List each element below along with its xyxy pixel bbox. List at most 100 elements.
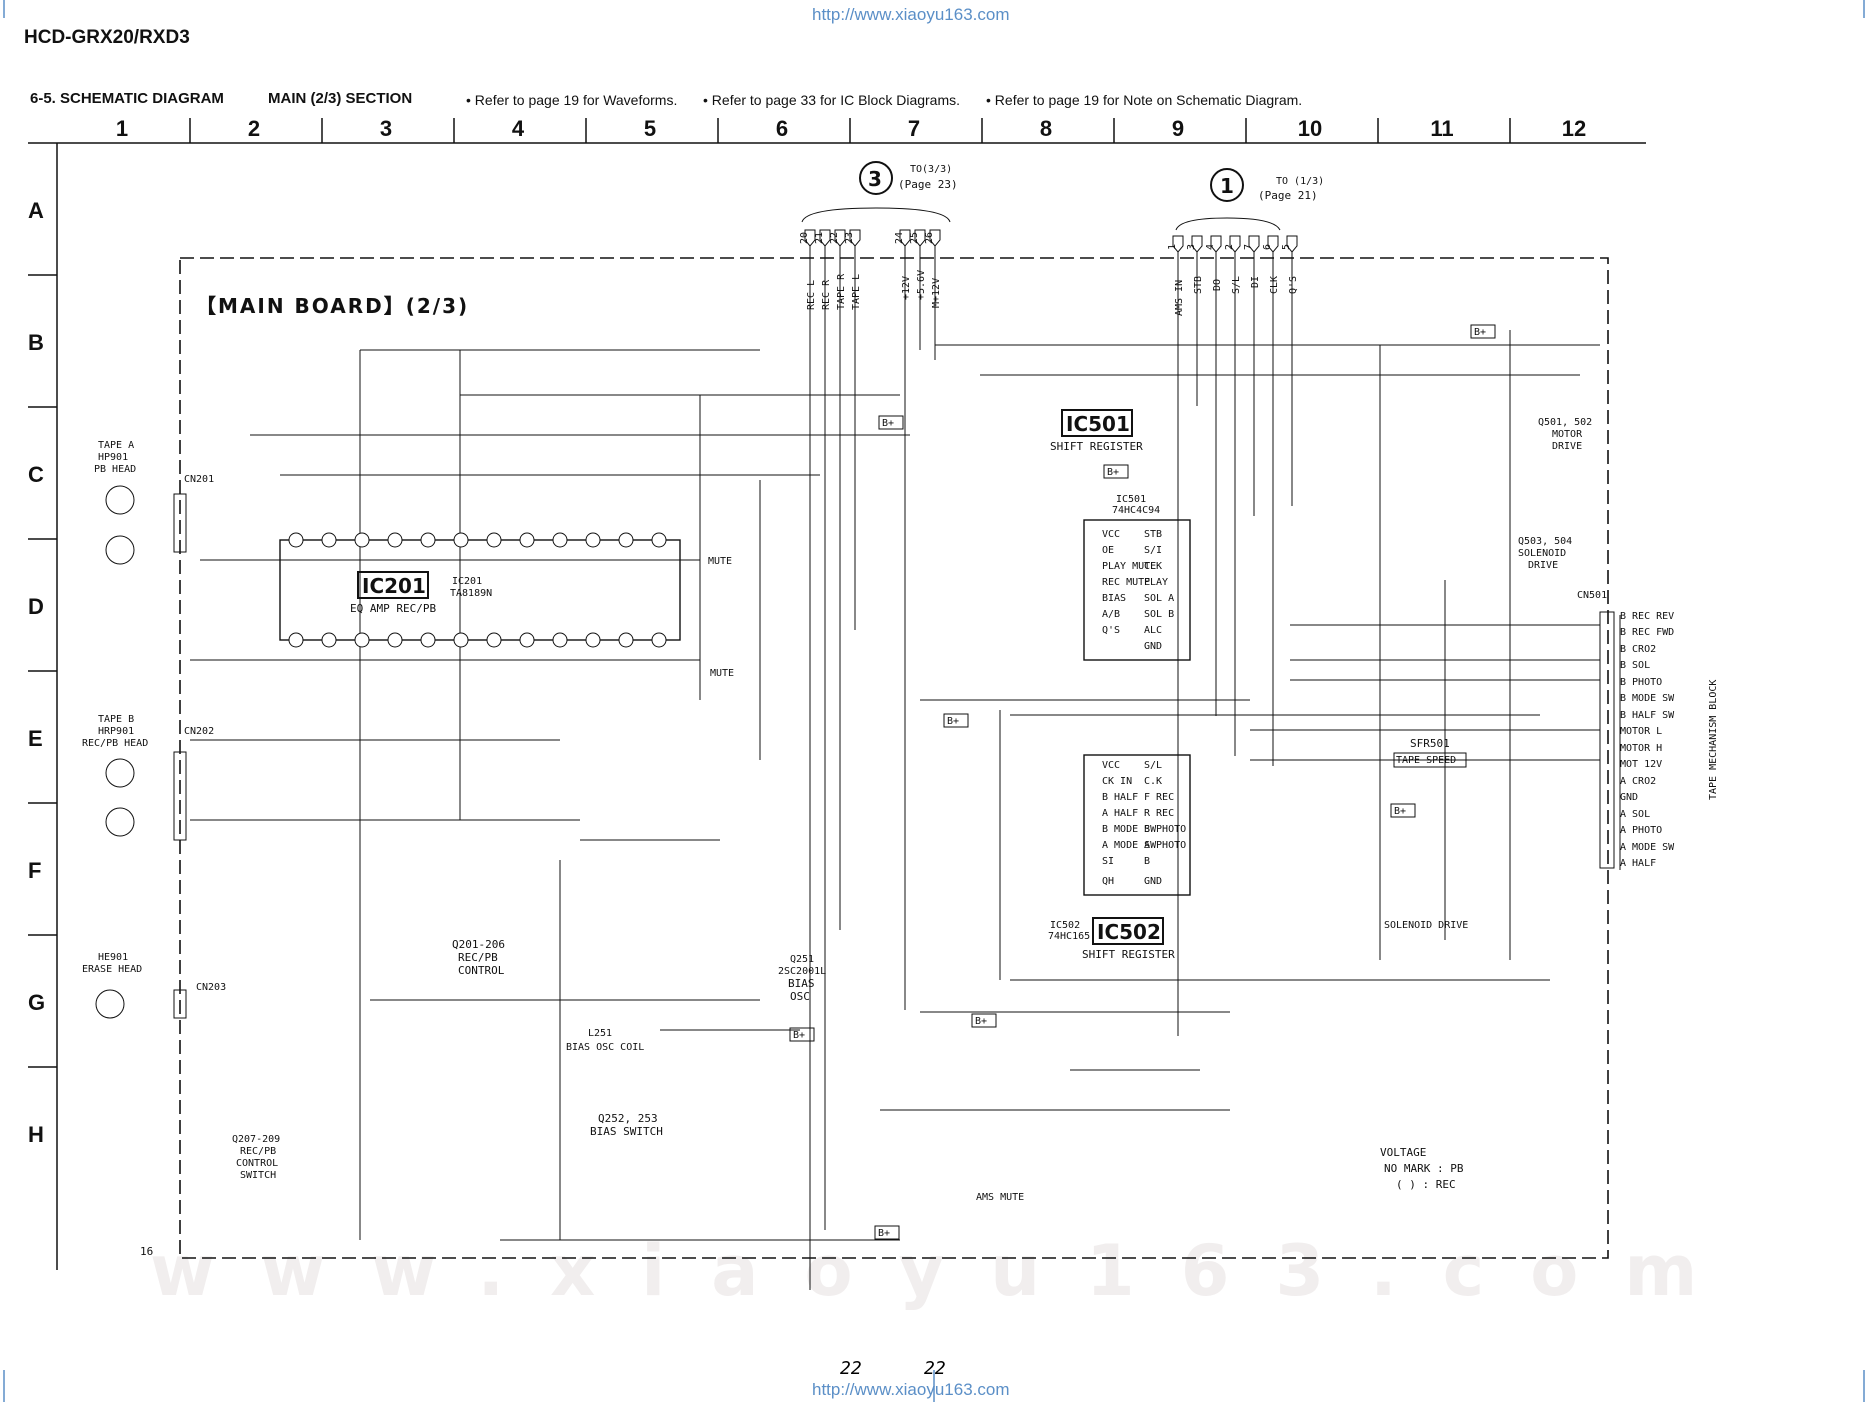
svg-text:B REC FWD: B REC FWD	[1620, 627, 1674, 638]
svg-text:REC MUTE: REC MUTE	[1102, 577, 1150, 588]
grid-column-label: 10	[1297, 116, 1323, 141]
grid-row-label: B	[28, 330, 44, 355]
section-subtitle: MAIN (2/3) SECTION	[268, 90, 413, 107]
svg-text:B+: B+	[882, 418, 894, 429]
svg-text:A PHOTO: A PHOTO	[1620, 825, 1662, 836]
block-labels: Q201-206 REC/PB CONTROL Q207-209 REC/PB …	[232, 417, 1719, 1203]
grid-row-label: A	[28, 198, 44, 223]
grid-column-label: 4	[511, 116, 525, 141]
cn-labels: CN201 CN202 CN203 CN501	[184, 474, 1607, 993]
pin-number: 22	[829, 232, 840, 244]
svg-text:Q201-206: Q201-206	[452, 938, 505, 951]
grid-column-label: 1	[115, 116, 129, 141]
svg-text:B SOL: B SOL	[1620, 660, 1650, 671]
svg-text:A SOL: A SOL	[1620, 809, 1650, 820]
svg-text:GND: GND	[1144, 641, 1162, 652]
svg-text:( ) : REC: ( ) : REC	[1396, 1178, 1456, 1191]
grid-column-label: 9	[1171, 116, 1185, 141]
svg-text:L251: L251	[588, 1028, 612, 1039]
ic501-right-pin-labels: STB S/I CLK PLAY SOL A SOL B ALC GND	[1144, 529, 1174, 652]
svg-text:SFR501: SFR501	[1410, 737, 1450, 750]
note-ic-block: • Refer to page 33 for IC Block Diagrams…	[703, 92, 961, 108]
ic201-ref: IC201	[362, 574, 426, 598]
svg-text:VCC: VCC	[1102, 529, 1120, 540]
bplus-tags: B+ B+ B+ B+ B+ B+ B+ B+	[789, 324, 1496, 1240]
svg-text:DRIVE: DRIVE	[1528, 560, 1558, 571]
svg-text:B+: B+	[878, 1228, 890, 1239]
grid-column-label: 5	[643, 116, 657, 141]
ic501-left-pin-labels: VCC OE PLAY MUTE REC MUTE BIAS A/B Q'S	[1102, 529, 1156, 636]
connector-3-brace	[801, 207, 951, 223]
pin-signal: M+12V	[931, 278, 942, 308]
svg-text:B PHOTO: B PHOTO	[1144, 824, 1186, 835]
svg-text:A HALF: A HALF	[1620, 858, 1656, 869]
pin-number: 3	[1186, 244, 1197, 250]
svg-text:PLAY: PLAY	[1144, 577, 1168, 588]
pin-signal: TAPE R	[836, 273, 847, 310]
page-number-right: 22	[924, 1358, 946, 1379]
svg-text:A MODE SW: A MODE SW	[1102, 840, 1157, 851]
svg-text:STB: STB	[1144, 529, 1162, 540]
section-title: 6-5. SCHEMATIC DIAGRAM	[30, 90, 224, 107]
svg-text:S/L: S/L	[1144, 760, 1162, 771]
svg-text:HRP901: HRP901	[98, 726, 134, 737]
note-waveforms: • Refer to page 19 for Waveforms.	[466, 92, 678, 108]
pin-signal: CLK	[1269, 276, 1280, 294]
svg-text:S/I: S/I	[1144, 545, 1162, 556]
grid-row-label: D	[28, 594, 44, 619]
cn501-pin-labels: B REC REV B REC FWD B CRO2 B SOL B PHOTO…	[1620, 611, 1675, 869]
svg-text:Q251: Q251	[790, 954, 814, 965]
ic201-ref-box	[357, 571, 429, 599]
watermark-text: www.xiaoyu163.com	[150, 1230, 1743, 1312]
pin-number: 24	[894, 232, 905, 244]
pin-number: 23	[844, 232, 855, 244]
ic502-part: IC502	[1050, 920, 1080, 931]
grid-row-label: F	[28, 858, 42, 883]
svg-text:A/B: A/B	[1102, 609, 1120, 620]
wiring	[190, 330, 1621, 1241]
erase-head: HE901 ERASE HEAD	[82, 952, 142, 1019]
grid-row-label: G	[28, 990, 46, 1015]
pin-signal: REC L	[806, 280, 817, 310]
svg-text:CK IN: CK IN	[1102, 776, 1132, 787]
pin-signal: REC R	[821, 279, 832, 310]
svg-text:F REC: F REC	[1144, 792, 1174, 803]
svg-text:B+: B+	[793, 1030, 805, 1041]
svg-text:B HALF SW: B HALF SW	[1620, 710, 1675, 721]
svg-text:R REC: R REC	[1144, 808, 1174, 819]
svg-text:NO MARK : PB: NO MARK : PB	[1384, 1162, 1464, 1175]
grid-column-label: 11	[1430, 116, 1454, 141]
svg-text:BIAS: BIAS	[1102, 593, 1126, 604]
pin-number: 6	[1262, 244, 1273, 250]
ic501-description: SHIFT REGISTER	[1050, 440, 1143, 453]
svg-text:OE: OE	[1102, 545, 1114, 556]
source-url-top[interactable]: http://www.xiaoyu163.com	[812, 5, 1010, 24]
svg-text:Q252, 253: Q252, 253	[598, 1112, 658, 1125]
board-outline	[179, 257, 1609, 1259]
svg-text:A HALF: A HALF	[1102, 808, 1138, 819]
pin-number: 2	[1224, 244, 1235, 250]
svg-text:B REC REV: B REC REV	[1620, 611, 1674, 622]
ic201-part-number: TA8189N	[450, 588, 492, 599]
page-number-left: 22	[840, 1358, 862, 1379]
connector-3-page: (Page 23)	[898, 178, 958, 191]
pin-number: 20	[799, 232, 810, 244]
ic502-ref: IC502	[1097, 920, 1161, 944]
svg-text:CN501: CN501	[1577, 590, 1607, 601]
ic501-body	[1083, 519, 1191, 661]
pin-signal: +5.6V	[916, 270, 927, 300]
pin-number: 26	[924, 232, 935, 244]
connector-3-to: TO(3/3)	[910, 164, 952, 175]
svg-text:HE901: HE901	[98, 952, 128, 963]
source-url-bottom[interactable]: http://www.xiaoyu163.com	[812, 1380, 1010, 1399]
svg-text:VCC: VCC	[1102, 760, 1120, 771]
svg-text:OSC: OSC	[790, 990, 810, 1003]
pin-number: 4	[1205, 244, 1216, 250]
pin-number: 5	[1281, 244, 1292, 250]
connector-1-page: (Page 21)	[1258, 189, 1318, 202]
pin-number: 7	[1243, 244, 1254, 250]
svg-text:B PHOTO: B PHOTO	[1620, 677, 1662, 688]
svg-text:CONTROL: CONTROL	[458, 964, 505, 977]
ic502-body	[1083, 754, 1191, 896]
